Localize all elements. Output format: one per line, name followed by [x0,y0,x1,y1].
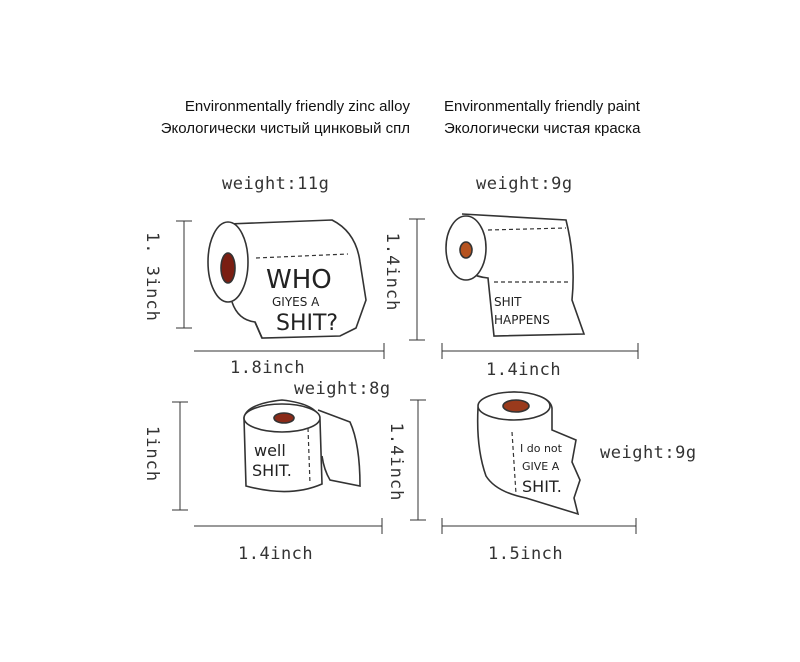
pin2-weight: weight:9g [476,174,573,194]
heading-paint: Environmentally friendly paint Экологиче… [444,96,640,140]
pin3-width-label: 1.4inch [238,544,314,564]
pin1-width-label: 1.8inch [230,358,306,378]
heading-paint-ru: Экологически чистая краска [444,120,641,137]
pin2-width-label: 1.4inch [486,360,562,380]
pin2-toilet-roll [445,213,586,337]
heading-zinc-alloy: Environmentally friendly zinc alloy Экол… [120,96,410,140]
heading-paint-en: Environmentally friendly paint [444,98,640,115]
pin1-text-line2: GIYES A [272,295,320,309]
pin1-text-line1: WHO [266,265,332,295]
pin3-text-line1: well [254,441,286,460]
pin1-core [220,252,236,284]
heading-zinc-alloy-ru: Экологически чистый цинковый спл [160,120,410,137]
pin2-text-line1: SHIT [494,295,522,309]
pin4-text-line3: SHIT. [522,477,562,496]
pin4-weight: weight:9g [600,443,697,463]
pin2-core [459,241,473,259]
heading-zinc-alloy-en: Environmentally friendly zinc alloy [184,98,410,115]
pin3-toilet-roll [243,399,361,493]
pin4-text-line2: GIVE A [522,460,560,473]
pin2-text-line2: HAPPENS [494,313,550,327]
pin1-toilet-roll [207,219,367,339]
pin1-weight: weight:11g [222,174,330,194]
pin3-text-line2: SHIT. [252,461,292,480]
dimension-lines [172,218,639,534]
pin4-width-label: 1.5inch [488,544,564,564]
pin1-text-line3: SHIT? [276,311,338,336]
pin3-core [273,412,295,424]
pin4-toilet-roll [476,391,581,516]
pin4-text-line1: I do not [520,442,563,455]
pin4-core [502,399,530,413]
pin3-weight: weight:8g [294,379,391,399]
